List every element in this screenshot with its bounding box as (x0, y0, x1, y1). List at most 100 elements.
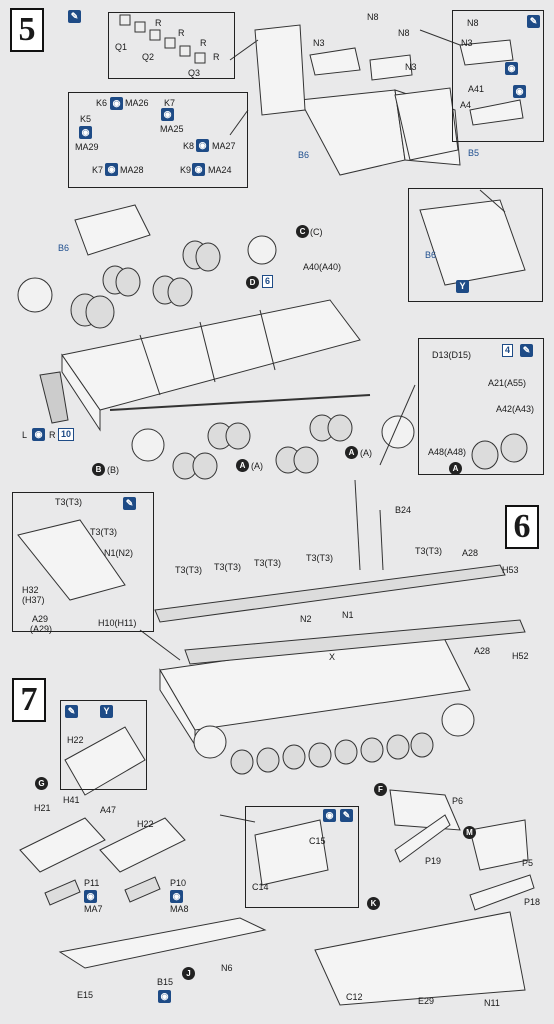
label-r: R (49, 430, 56, 440)
label-a29: A29 (32, 614, 49, 624)
label-k5: K5 (80, 114, 92, 124)
label-n1: N1 (342, 610, 354, 620)
label-n6: N6 (221, 963, 233, 973)
step5-inset-n-parts (452, 10, 544, 142)
step6-inset (12, 492, 154, 632)
label-c15: C15 (309, 836, 326, 846)
label-p11: P11 (84, 878, 100, 888)
label-h52: H52 (512, 651, 529, 661)
label-k7a: K7 (164, 98, 176, 108)
label-e29: E29 (418, 996, 435, 1006)
label-n8c: N8 (467, 18, 479, 28)
ruler-icon: Y (456, 280, 469, 293)
label-c-paren: (C) (310, 227, 323, 237)
callout-a2: A (345, 446, 358, 459)
label-h32: H32 (22, 585, 39, 595)
label-l: L (22, 430, 28, 440)
label-q1: Q1 (115, 42, 128, 52)
label-b6-inset: B6 (425, 250, 437, 260)
paint-icon: ◉ (158, 990, 171, 1003)
label-r2: R (178, 28, 185, 38)
step5-inset-tracks (108, 12, 235, 79)
paint-icon: ◉ (32, 428, 45, 441)
glue-icon: ✎ (520, 344, 533, 357)
step5-inset-k-parts (68, 92, 248, 188)
label-r4: R (213, 52, 220, 62)
count-x4: 4 (502, 344, 514, 357)
callout-g: G (35, 777, 48, 790)
label-t3-d: T3(T3) (214, 562, 241, 572)
label-ma8: MA8 (170, 904, 189, 914)
step7-inset-h22 (60, 700, 147, 790)
glue-icon: ✎ (527, 15, 540, 28)
label-p19: P19 (425, 856, 442, 866)
label-b15: B15 (157, 977, 174, 987)
label-d13: D13(D15) (432, 350, 472, 360)
label-t3-a: T3(T3) (55, 497, 82, 507)
label-t3-e: T3(T3) (254, 558, 281, 568)
label-p10: P10 (170, 878, 187, 888)
label-a29b: (A29) (30, 624, 53, 634)
callout-j: J (182, 967, 195, 980)
ruler-icon: Y (100, 705, 113, 718)
callout-f: F (374, 783, 387, 796)
step5-inset-wheels (418, 338, 544, 475)
label-b-paren: (B) (107, 465, 119, 475)
label-p18: P18 (524, 897, 541, 907)
label-r3: R (200, 38, 207, 48)
label-t3-c: T3(T3) (175, 565, 202, 575)
label-h53: H53 (502, 565, 519, 575)
step-number-5: 5 (10, 8, 44, 52)
label-ma7: MA7 (84, 904, 103, 914)
label-c14: C14 (252, 882, 269, 892)
label-b5: B5 (468, 148, 480, 158)
label-t3-f: T3(T3) (306, 553, 333, 563)
label-t3-b: T3(T3) (90, 527, 117, 537)
label-a-paren1: (A) (251, 461, 263, 471)
glue-icon: ✎ (123, 497, 136, 510)
paint-icon: ◉ (105, 163, 118, 176)
label-b24: B24 (395, 505, 412, 515)
plate-h21 (19, 817, 106, 873)
label-e15: E15 (77, 990, 94, 1000)
label-ma28: MA28 (120, 165, 144, 175)
label-n8a: N8 (367, 12, 379, 22)
label-r1: R (155, 18, 162, 28)
label-ma26: MA26 (125, 98, 149, 108)
label-a28a: A28 (462, 548, 479, 558)
paint-icon: ◉ (84, 890, 97, 903)
label-q2: Q2 (142, 52, 155, 62)
label-n2: N2 (300, 614, 312, 624)
paint-icon: ◉ (110, 97, 123, 110)
label-k8: K8 (183, 141, 195, 151)
label-n3b: N3 (405, 62, 417, 72)
paint-icon: ◉ (79, 126, 92, 139)
callout-a1: A (236, 459, 249, 472)
label-a40: A40(A40) (303, 262, 342, 272)
label-p5: P5 (522, 858, 534, 868)
label-h21: H21 (34, 803, 51, 813)
glue-icon: ✎ (340, 809, 353, 822)
label-p6: P6 (452, 796, 464, 806)
label-n3c: N3 (461, 38, 473, 48)
paint-icon: ◉ (323, 809, 336, 822)
label-ma29: MA29 (75, 142, 99, 152)
step5-inset-b6 (408, 188, 543, 302)
label-h37: (H37) (22, 595, 45, 605)
label-a47: A47 (100, 805, 117, 815)
label-n3a: N3 (313, 38, 325, 48)
paint-icon: ◉ (196, 139, 209, 152)
paint-icon: ◉ (161, 108, 174, 121)
label-a42: A42(A43) (496, 404, 535, 414)
label-h10: H10(H11) (98, 618, 137, 628)
count-x6: 6 (262, 275, 274, 288)
callout-b: B (92, 463, 105, 476)
label-a4: A4 (460, 100, 472, 110)
callout-k: K (367, 897, 380, 910)
paint-icon: ◉ (192, 163, 205, 176)
callout-d: D (246, 276, 259, 289)
paint-icon: ◉ (170, 890, 183, 903)
callout-a-bottom: A (449, 462, 462, 475)
label-a28b: A28 (474, 646, 491, 656)
